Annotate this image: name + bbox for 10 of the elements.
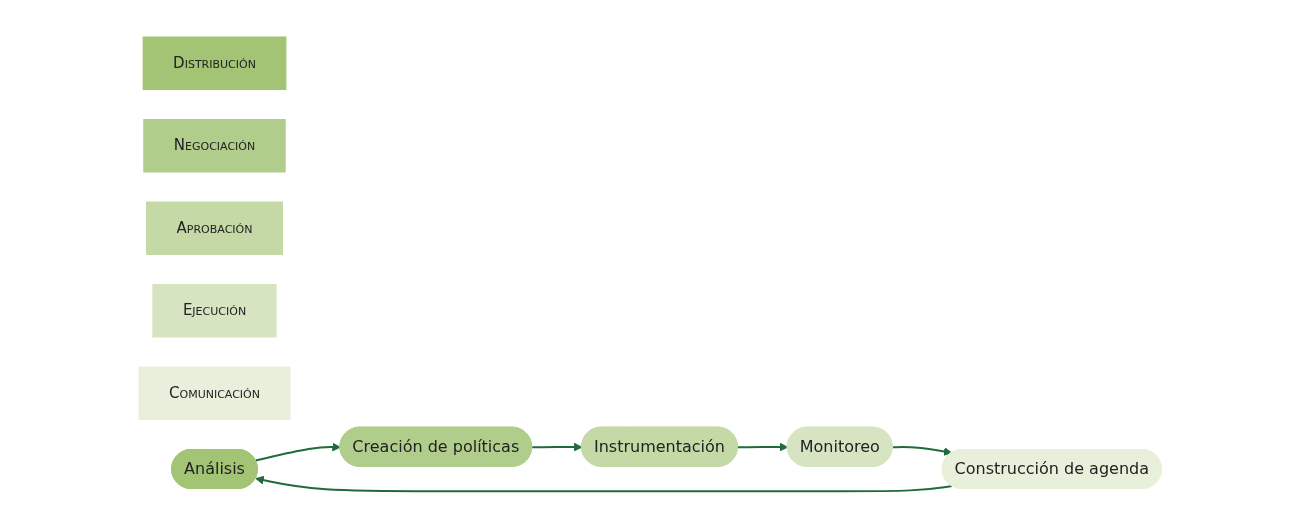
arrow (254, 443, 342, 462)
arrow (737, 443, 789, 452)
node-box: Negociación (143, 119, 286, 173)
node-box: Distribución (142, 36, 287, 91)
node-box: Aprobación (146, 201, 284, 256)
arrow (531, 443, 583, 452)
node-box: Ejecución (152, 284, 277, 338)
arrow (891, 446, 953, 457)
node-box: Comunicación (138, 366, 291, 421)
arrow (255, 476, 954, 493)
